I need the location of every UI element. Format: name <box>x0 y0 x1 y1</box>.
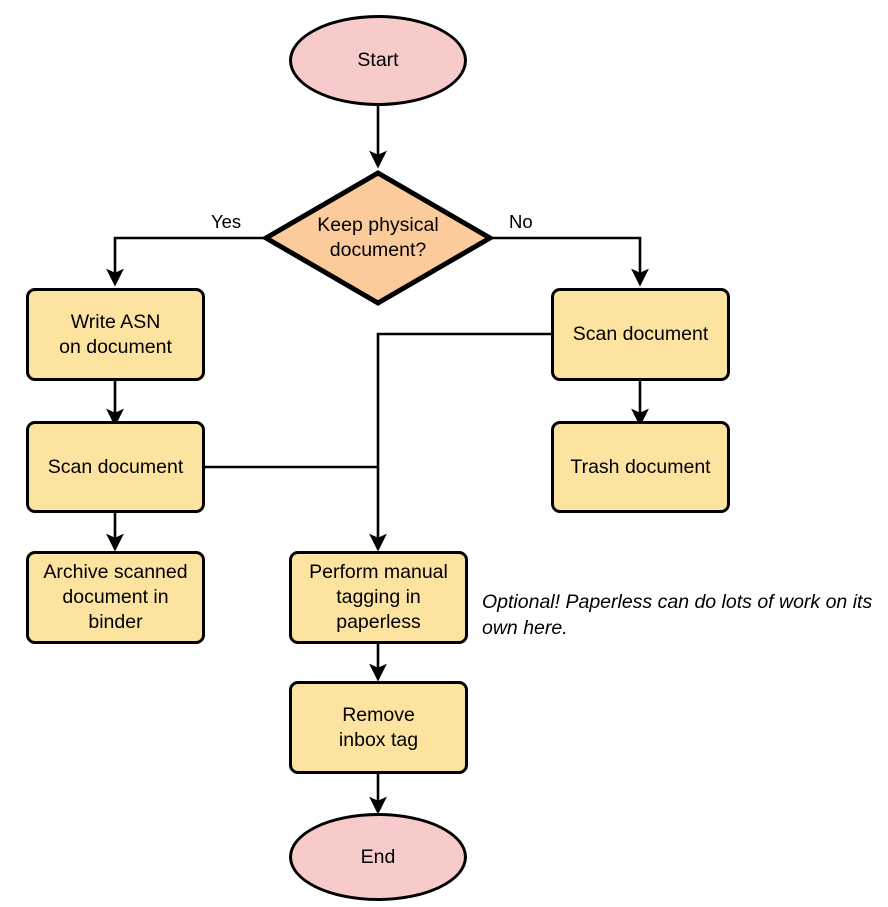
node-remove-inbox-tag-label: Remove inbox tag <box>338 703 419 751</box>
node-archive-scanned-document-label: Archive scanned document in binder <box>43 561 188 633</box>
node-write-asn[interactable]: Write ASN on document <box>26 288 205 381</box>
decision-diamond-shape <box>263 170 493 306</box>
node-scan-document-right[interactable]: Scan document <box>551 288 730 381</box>
node-remove-inbox-tag[interactable]: Remove inbox tag <box>289 681 468 774</box>
node-keep-physical-document-label: Keep physical document? <box>317 214 439 261</box>
node-trash-document-label: Trash document <box>570 455 711 478</box>
node-perform-manual-tagging[interactable]: Perform manual tagging in paperless <box>289 551 468 644</box>
edge-label-yes: Yes <box>211 211 242 232</box>
node-start-label: Start <box>357 49 399 72</box>
node-scan-document-left-label: Scan document <box>47 455 184 478</box>
node-trash-document[interactable]: Trash document <box>551 421 730 513</box>
optional-note: Optional! Paperless can do lots of work … <box>482 591 873 639</box>
node-scan-document-right-label: Scan document <box>572 323 709 346</box>
node-start[interactable]: Start <box>289 15 467 106</box>
node-archive-scanned-document[interactable]: Archive scanned document in binder <box>26 551 205 644</box>
node-scan-document-left[interactable]: Scan document <box>26 421 205 513</box>
node-end[interactable]: End <box>289 813 467 901</box>
node-keep-physical-document[interactable]: Keep physical document? <box>263 170 493 306</box>
edge-label-no: No <box>509 211 533 232</box>
node-write-asn-label: Write ASN on document <box>59 310 172 358</box>
edge-decision-yes <box>106 236 265 287</box>
node-end-label: End <box>360 845 396 868</box>
edge-scanr-to-tagging <box>369 332 553 552</box>
edge-decision-no <box>491 236 649 287</box>
node-perform-manual-tagging-label: Perform manual tagging in paperless <box>309 561 448 633</box>
